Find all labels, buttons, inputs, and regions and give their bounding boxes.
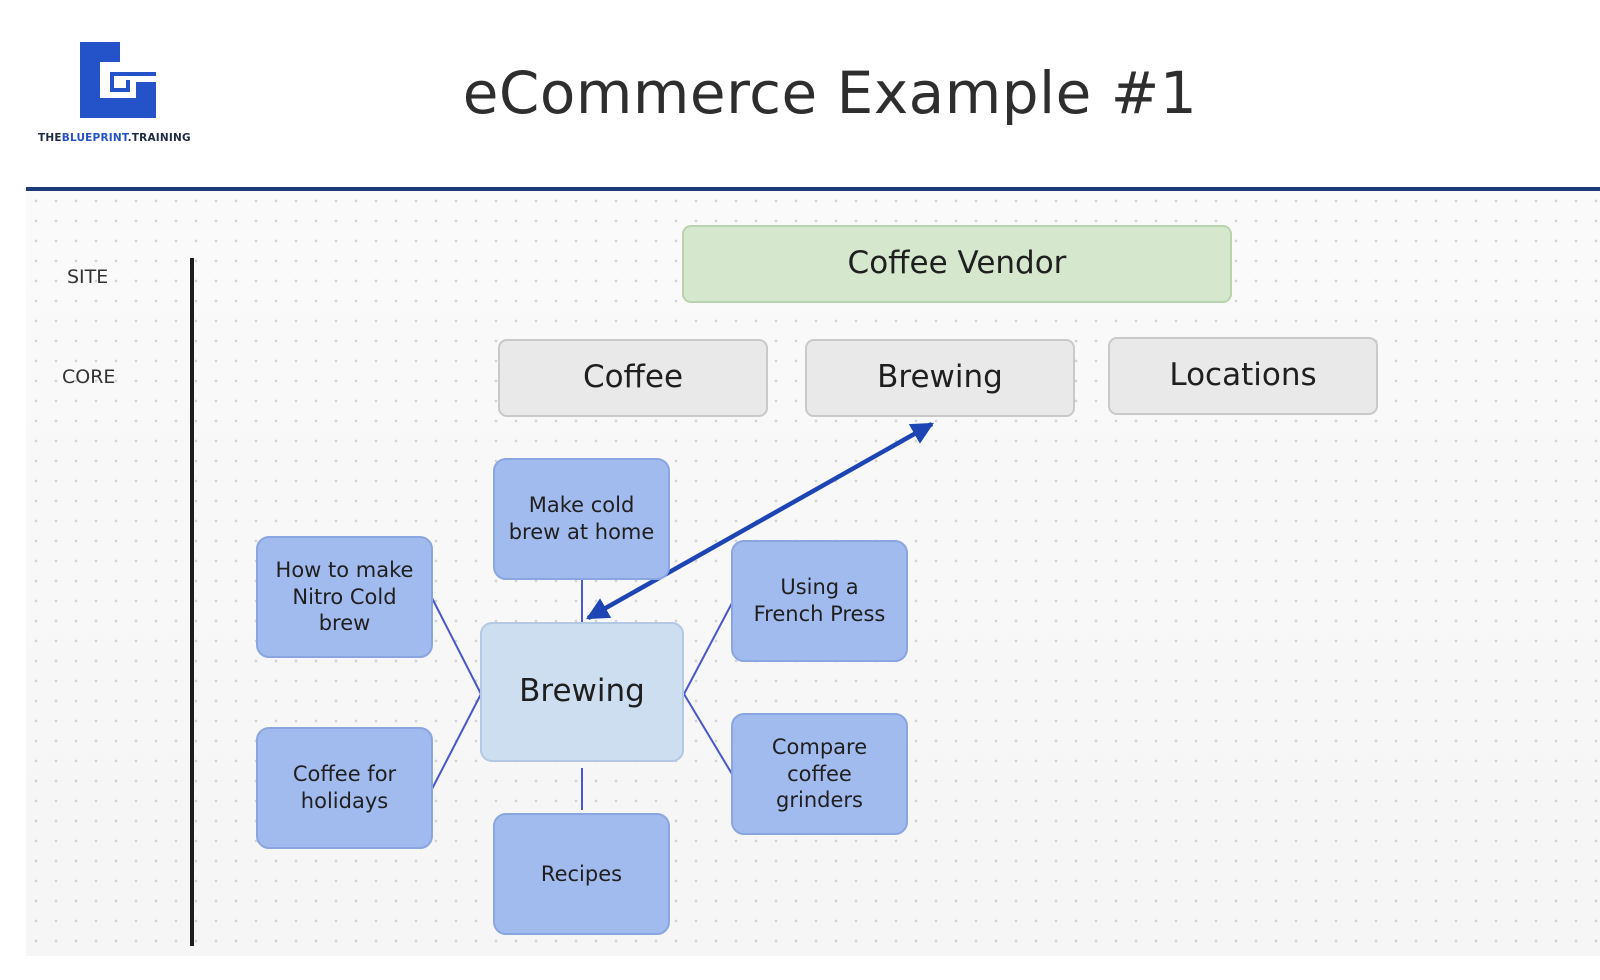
logo: THEBLUEPRINT.TRAINING bbox=[38, 42, 198, 152]
core-node-locations: Locations bbox=[1108, 337, 1378, 415]
connector-hub-to-french-press bbox=[683, 602, 733, 695]
topic-node-compare-grinders: Compare coffee grinders bbox=[731, 713, 908, 835]
double-arrow-hub-to-core-brewing bbox=[586, 422, 934, 620]
topic-node-make-cold-brew: Make cold brew at home bbox=[493, 458, 670, 580]
level-label-site: SITE bbox=[67, 266, 109, 288]
header-divider bbox=[26, 187, 1600, 191]
hub-node-brewing: Brewing bbox=[480, 622, 684, 762]
core-node-brewing: Brewing bbox=[805, 339, 1075, 417]
topic-node-french-press: Using a French Press bbox=[731, 540, 908, 662]
topic-node-recipes: Recipes bbox=[493, 813, 670, 935]
connector-hub-to-compare-grinders bbox=[683, 693, 733, 775]
slide: THEBLUEPRINT.TRAINING eCommerce Example … bbox=[10, 4, 1600, 956]
page-title: eCommerce Example #1 bbox=[462, 59, 1198, 127]
topic-node-nitro-cold-brew: How to make Nitro Cold brew bbox=[256, 536, 433, 658]
connector-hub-to-nitro-cold-brew bbox=[431, 597, 482, 695]
topic-node-coffee-holidays: Coffee for holidays bbox=[256, 727, 433, 849]
level-divider bbox=[190, 258, 194, 946]
connectors bbox=[431, 422, 934, 810]
site-node-coffee-vendor: Coffee Vendor bbox=[682, 225, 1232, 303]
logo-text-suffix: .TRAINING bbox=[127, 132, 191, 144]
header: THEBLUEPRINT.TRAINING eCommerce Example … bbox=[10, 4, 1600, 187]
core-node-coffee: Coffee bbox=[498, 339, 768, 417]
connector-hub-to-coffee-holidays bbox=[431, 693, 482, 790]
level-label-core: CORE bbox=[62, 366, 116, 388]
blueprint-logo-icon bbox=[80, 42, 156, 118]
logo-text-prefix: THE bbox=[38, 132, 62, 144]
logo-text-accent: BLUEPRINT bbox=[61, 132, 128, 144]
logo-text: THEBLUEPRINT.TRAINING bbox=[38, 132, 198, 144]
